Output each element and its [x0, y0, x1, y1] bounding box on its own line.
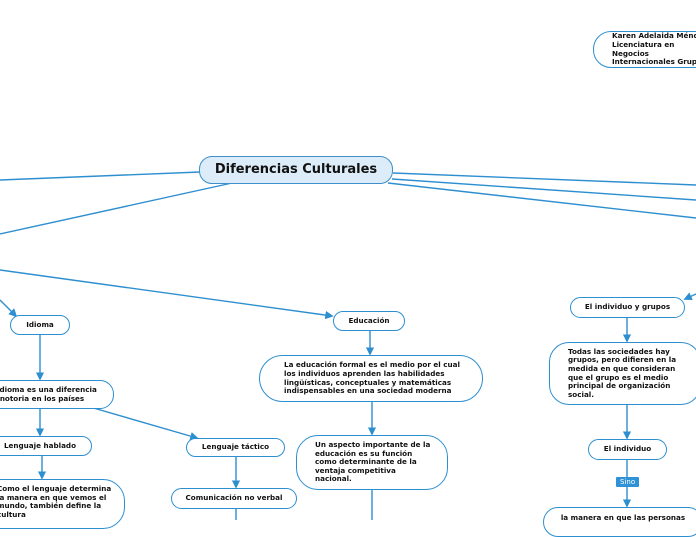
author-note-text: Karen Adelaida Méndez Licenciatura en Ne…: [612, 31, 696, 67]
root-topic-node[interactable]: Diferencias Culturales: [199, 156, 393, 184]
node-idioma[interactable]: Idioma: [10, 315, 70, 335]
node-idioma-label: Idioma: [26, 319, 54, 329]
node-idioma-diferencia-text: El idioma es una diferencia notoria en l…: [0, 384, 97, 403]
node-individuo-grupos-label: El individuo y grupos: [584, 302, 671, 312]
node-todas-sociedades-text: Todas las sociedades hay grupos, pero di…: [568, 346, 677, 399]
node-educacion-formal[interactable]: La educación formal es el medio por el c…: [259, 355, 483, 402]
node-idioma-diferencia[interactable]: El idioma es una diferencia notoria en l…: [0, 380, 114, 409]
node-lenguaje-determina[interactable]: Como el lenguaje determina la manera en …: [0, 479, 125, 529]
node-educacion-formal-text: La educación formal es el medio por el c…: [284, 360, 460, 396]
node-aspecto-importante[interactable]: Un aspecto importante de la educación es…: [296, 435, 448, 490]
connector-lines: [0, 171, 696, 520]
node-comunicacion-no-verbal-label: Comunicación no verbal: [185, 493, 283, 503]
node-individuo-grupos[interactable]: El individuo y grupos: [570, 297, 685, 318]
node-la-manera-text: la manera en que las personas: [560, 513, 686, 522]
node-lenguaje-tactico-label: Lenguaje táctico: [201, 442, 270, 452]
root-topic-label: Diferencias Culturales: [214, 162, 378, 177]
node-el-individuo[interactable]: El individuo: [588, 439, 667, 460]
author-note[interactable]: Karen Adelaida Méndez Licenciatura en Ne…: [593, 31, 696, 68]
node-lenguaje-hablado-label: Lenguaje hablado: [3, 440, 77, 450]
link-root-left-bottom: [0, 182, 233, 235]
link-diferencia-tactico: [89, 406, 199, 441]
node-la-manera[interactable]: la manera en que las personas: [543, 507, 696, 537]
link-root-right-mid: [391, 178, 696, 201]
node-lenguaje-determina-text: Como el lenguaje determina la manera en …: [0, 484, 112, 519]
link-hub-educacion: [0, 269, 334, 320]
connector-tag-sino-label: Sino: [620, 478, 636, 486]
node-todas-sociedades[interactable]: Todas las sociedades hay grupos, pero di…: [549, 342, 696, 405]
node-el-individuo-label: El individuo: [603, 444, 652, 454]
link-root-right-bottom: [387, 182, 696, 219]
link-hub-idioma: [0, 299, 18, 318]
node-aspecto-importante-text: Un aspecto importante de la educación es…: [315, 440, 431, 484]
node-educacion[interactable]: Educación: [333, 311, 405, 331]
connector-tag-sino[interactable]: Sino: [616, 477, 640, 487]
node-educacion-label: Educación: [348, 315, 390, 325]
node-lenguaje-hablado[interactable]: Lenguaje hablado: [0, 436, 92, 456]
link-root-right-top: [392, 172, 696, 186]
node-lenguaje-tactico[interactable]: Lenguaje táctico: [186, 438, 285, 457]
node-comunicacion-no-verbal[interactable]: Comunicación no verbal: [171, 488, 297, 509]
link-hub-individuo: [683, 292, 696, 301]
link-root-left-top: [0, 171, 201, 181]
